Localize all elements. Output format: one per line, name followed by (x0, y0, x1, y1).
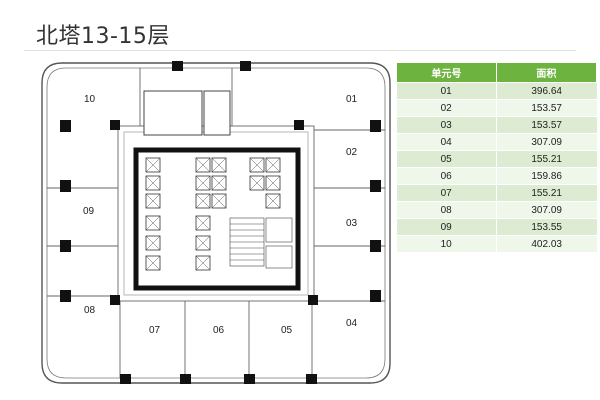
unit-cell: 04 (396, 133, 497, 151)
area-cell: 153.57 (496, 116, 597, 134)
unit-label-02: 02 (346, 147, 358, 158)
inner-wall (46, 67, 386, 379)
building-core (133, 147, 301, 291)
unit-labels: 10 01 02 09 03 08 04 07 06 05 (83, 94, 358, 336)
header-unit-number: 单元号 (396, 62, 497, 83)
header-area: 面积 (495, 62, 598, 83)
area-cell: 155.21 (496, 150, 597, 168)
unit-cell: 10 (396, 235, 497, 253)
unit-cell: 02 (396, 99, 497, 117)
unit-label-10: 10 (84, 94, 96, 105)
unit-partitions (47, 68, 385, 378)
unit-cell: 08 (396, 201, 497, 219)
outer-wall (41, 62, 391, 384)
area-cell: 153.55 (496, 218, 597, 236)
table-header-row: 单元号 面积 (396, 62, 598, 83)
service-rooms (143, 90, 231, 136)
title-divider (24, 50, 576, 51)
unit-label-08: 08 (84, 305, 96, 316)
unit-label-03: 03 (346, 218, 358, 229)
unit-cell: 07 (396, 184, 497, 202)
unit-cell: 05 (396, 150, 497, 168)
unit-cell: 03 (396, 116, 497, 134)
area-cell: 155.21 (496, 184, 597, 202)
elevator-crosses (145, 157, 281, 271)
page-title: 北塔13-15层 (36, 24, 170, 49)
unit-label-06: 06 (213, 325, 225, 336)
unit-cell: 09 (396, 218, 497, 236)
area-cell: 396.64 (496, 82, 597, 100)
area-cell: 153.57 (496, 99, 597, 117)
unit-label-04: 04 (346, 318, 358, 329)
unit-label-01: 01 (346, 94, 358, 105)
unit-label-05: 05 (281, 325, 293, 336)
area-cell: 307.09 (496, 201, 597, 219)
area-cell: 159.86 (496, 167, 597, 185)
unit-cell: 06 (396, 167, 497, 185)
floor-plan: 10 01 02 09 03 08 04 07 06 05 (41, 61, 391, 384)
unit-label-09: 09 (83, 206, 95, 217)
area-cell: 307.09 (496, 133, 597, 151)
area-cell: 402.03 (496, 235, 597, 253)
stairwell (229, 217, 293, 269)
unit-cell: 01 (396, 82, 497, 100)
structural-columns (60, 61, 381, 384)
unit-label-07: 07 (149, 325, 161, 336)
